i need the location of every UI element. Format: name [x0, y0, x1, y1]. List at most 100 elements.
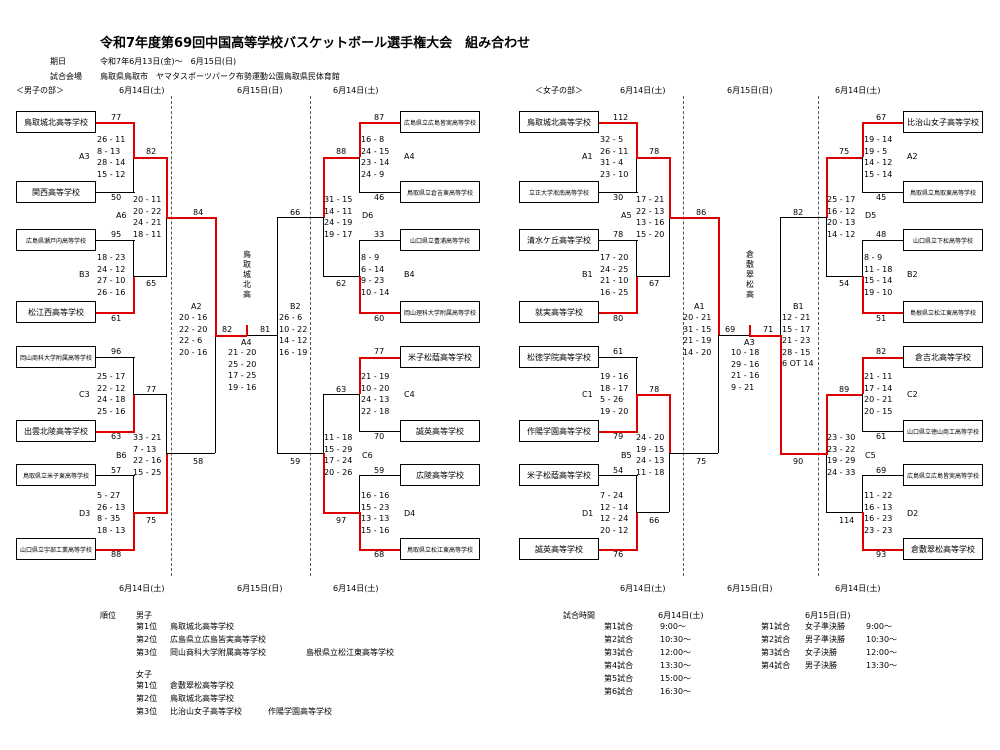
rank: 第1位: [136, 681, 158, 690]
girls-label: 女子: [136, 670, 152, 679]
rank: 第2位: [136, 635, 158, 644]
winner-line: [133, 394, 135, 433]
bracket-line: [359, 157, 360, 192]
period-score: 14 - 12: [827, 229, 856, 239]
period-score: 9 - 23: [361, 276, 385, 285]
period-score: 6 - 14: [361, 264, 385, 274]
game-label: A4: [404, 152, 415, 161]
rank: 第3位: [136, 707, 158, 716]
bracket-line: [636, 357, 637, 394]
team-box: 立正大学淞南高等学校: [519, 181, 599, 203]
divider: [818, 96, 819, 576]
period-score: 15 - 23: [361, 502, 390, 512]
team-name: 山口県立徳山商工高等学校: [906, 428, 979, 436]
game-label: B3: [79, 270, 90, 279]
team-score: 57: [111, 466, 122, 475]
winner-line: [599, 312, 638, 314]
team-score: 61: [876, 432, 887, 441]
rank-label: 順位: [100, 611, 116, 620]
period-score: 28 - 15: [782, 347, 811, 357]
game-label: B6: [116, 451, 127, 460]
team-box: 関西高等学校: [16, 181, 96, 203]
team-name: 作陽学園高等学校: [527, 426, 591, 436]
boys-label: 男子: [136, 611, 152, 620]
team-box: 清水ケ丘高等学校: [519, 229, 599, 251]
winner-line: [780, 453, 828, 455]
team-box: 誠英高等学校: [400, 420, 480, 442]
winner-line: [166, 157, 168, 218]
round-score: 54: [839, 279, 850, 288]
bracket-line: [826, 276, 862, 277]
winner-line: [96, 312, 135, 314]
bracket-line: [215, 335, 216, 453]
rank-team: 島根県立松江東高等学校: [306, 648, 394, 657]
date-header: 6月14日(土): [333, 86, 379, 95]
winner-line: [359, 122, 361, 157]
winner-line: [166, 217, 217, 219]
period-score: 8 - 9: [361, 253, 380, 262]
team-score: 51: [876, 314, 887, 323]
schedule-day: 6月15日(日): [805, 611, 851, 620]
winner-line: [133, 512, 135, 551]
rank-team: 倉敷翠松高等学校: [170, 681, 234, 690]
team-box: 島根県立松江東高等学校: [903, 301, 983, 323]
period-score: 21 - 10: [600, 276, 629, 285]
period-score: 15 - 12: [97, 169, 126, 179]
game-label: D4: [404, 509, 416, 518]
team-score: 67: [876, 113, 887, 122]
game-label: A3: [79, 152, 90, 161]
round-score: 86: [696, 208, 707, 217]
team-box: 広島県立広島皆実高等学校: [903, 464, 983, 486]
game-time: 15:00～: [660, 674, 692, 683]
period-score: 20 - 16: [179, 313, 208, 322]
bracket-line: [166, 453, 215, 454]
date-header: 6月15日(日): [727, 86, 773, 95]
team-name: 鳥取県立倉吉東高等学校: [406, 189, 473, 197]
period-score: 24 - 13: [361, 395, 390, 404]
round-score: 97: [336, 516, 347, 525]
team-name: 松徳学院高等学校: [527, 352, 591, 362]
round-score: 63: [336, 385, 347, 394]
team-name: 関西高等学校: [32, 187, 80, 197]
bracket-line: [669, 217, 670, 277]
winner-line: [323, 453, 325, 514]
period-value: 令和7年6月13日(金)～ 6月15日(日): [100, 57, 237, 66]
winner-line: [133, 512, 168, 514]
period-score: 24 - 21: [133, 218, 162, 227]
team-score: 96: [111, 347, 122, 356]
team-box: 米子松蔭高等学校: [519, 464, 599, 486]
bracket-line: [359, 475, 360, 512]
winner-line: [359, 122, 400, 124]
winner-line: [750, 335, 782, 337]
period-score: 24 - 18: [97, 395, 126, 404]
game-time: 13:30～: [866, 661, 898, 670]
game-time: 16:30～: [660, 687, 692, 696]
team-name: 立正大学淞南高等学校: [528, 189, 589, 197]
winner-line: [826, 394, 862, 396]
team-name: 山口県立下松高等学校: [912, 237, 973, 245]
winner-line: [133, 122, 135, 157]
period-score: 15 - 25: [133, 467, 162, 477]
period-score: 5 - 26: [600, 395, 624, 404]
bracket-line: [247, 335, 277, 336]
bracket-line: [718, 335, 719, 453]
bracket-line: [359, 192, 400, 193]
bracket-line: [359, 394, 360, 431]
period-score: 20 - 22: [133, 206, 162, 216]
period-score: 12 - 21: [782, 313, 811, 322]
team-score: 60: [374, 314, 385, 323]
winner-line: [862, 357, 903, 359]
winner-line: [749, 325, 751, 337]
team-box: 作陽学園高等学校: [519, 420, 599, 442]
bracket-line: [359, 431, 400, 432]
round-score: 90: [793, 457, 804, 466]
round-score: 59: [290, 457, 301, 466]
period-score: 31 - 15: [683, 324, 712, 334]
round-score: 114: [839, 516, 855, 525]
period-score: 15 - 16: [361, 525, 390, 535]
game-no: 第1試合: [761, 622, 791, 631]
winner-line: [215, 217, 217, 336]
game-label: A3: [744, 338, 755, 347]
team-score: 50: [111, 193, 122, 202]
